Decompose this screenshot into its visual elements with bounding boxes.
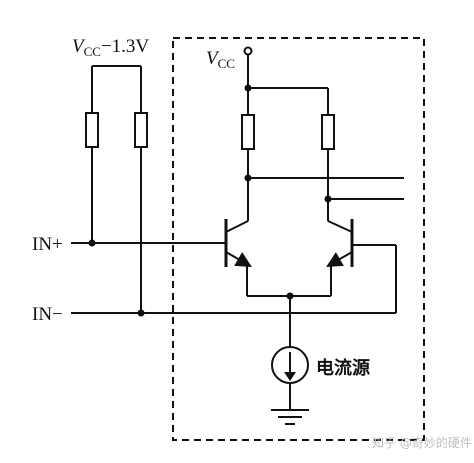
- ground-symbol: [271, 409, 309, 425]
- vcc-label: VCC: [206, 48, 235, 71]
- node-emitter: [286, 292, 294, 300]
- resistor-ext-left: [85, 112, 99, 148]
- internal-load-network: [241, 55, 404, 221]
- node-out-left: [244, 174, 252, 182]
- transistor-right: [326, 219, 354, 296]
- vcc-terminal: [243, 46, 253, 56]
- node-in-minus: [137, 309, 145, 317]
- node-out-right: [324, 195, 332, 203]
- in-plus-label: IN+: [32, 234, 63, 255]
- resistor-load-right: [321, 114, 335, 150]
- current-source-label: 电流源: [316, 357, 370, 379]
- node-in-plus: [88, 239, 96, 247]
- current-source: [271, 346, 309, 410]
- watermark: 知乎 @奇妙的硬件: [372, 435, 472, 450]
- resistor-load-left: [241, 114, 255, 150]
- input-wires: [71, 242, 397, 314]
- vcc-minus-label: VCC−1.3V: [72, 36, 149, 59]
- external-termination: [85, 65, 148, 313]
- node-vcc: [244, 84, 252, 92]
- chip-boundary: [172, 37, 425, 441]
- resistor-ext-right: [134, 112, 148, 148]
- transistor-left: [224, 219, 252, 296]
- in-minus-label: IN−: [32, 304, 63, 325]
- emitter-node: [247, 295, 331, 347]
